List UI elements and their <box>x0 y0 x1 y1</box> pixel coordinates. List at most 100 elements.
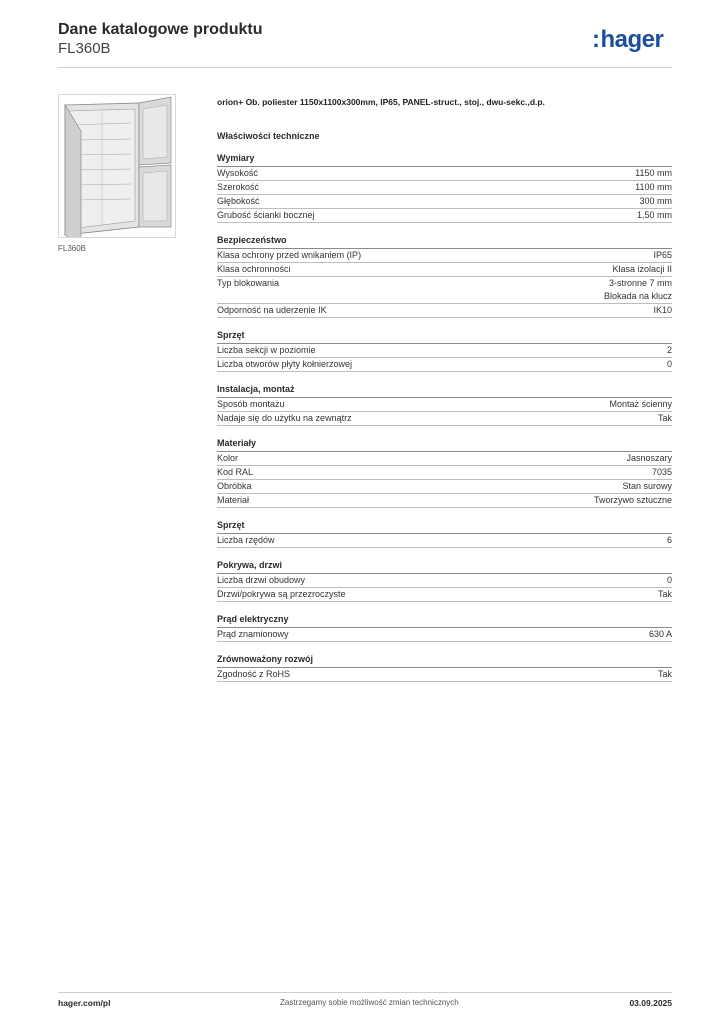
spec-value-line: 1,50 mm <box>636 210 672 220</box>
spec-label: Wysokość <box>217 168 258 178</box>
hager-logo: :hager <box>592 26 664 53</box>
image-caption: FL360B <box>58 244 87 253</box>
footer-disclaimer: Zastrzegamy sobie możliwość zmian techni… <box>280 998 459 1007</box>
spec-label: Obróbka <box>217 481 252 491</box>
spec-label: Klasa ochrony przed wnikaniem (IP) <box>217 250 362 260</box>
footer-date: 03.09.2025 <box>629 998 672 1008</box>
spec-value-line: Jasnoszary <box>626 453 672 463</box>
spec-row: Kod RAL 7035 <box>217 466 672 480</box>
product-details: orion+ Ob. poliester 1150x1100x300mm, IP… <box>217 96 672 682</box>
spec-row: Grubość ścianki bocznej 1,50 mm <box>217 209 672 223</box>
spec-label: Głębokość <box>217 196 260 206</box>
footer-website[interactable]: hager.com/pl <box>58 998 111 1008</box>
spec-label: Liczba sekcji w poziomie <box>217 345 316 355</box>
spec-row: Obróbka Stan surowy <box>217 480 672 494</box>
spec-row: Prąd znamionowy 630 A <box>217 628 672 642</box>
spec-value-line: Klasa izolacji II <box>612 264 672 274</box>
spec-value: 1100 mm <box>635 181 672 194</box>
spec-row: Materiał Tworzywo sztuczne <box>217 494 672 508</box>
spec-label: Kolor <box>217 453 239 463</box>
spec-value: 2 <box>667 344 672 357</box>
spec-label: Liczba drzwi obudowy <box>217 575 306 585</box>
spec-label: Zgodność z RoHS <box>217 669 291 679</box>
spec-row: Odporność na uderzenie IK IK10 <box>217 304 672 318</box>
section-title: Zrównoważony rozwój <box>217 654 672 668</box>
spec-row: Wysokość 1150 mm <box>217 167 672 181</box>
spec-value-line: Tak <box>657 589 672 599</box>
section-title: Bezpieczeństwo <box>217 235 672 249</box>
spec-label: Szerokość <box>217 182 260 192</box>
spec-row: Klasa ochrony przed wnikaniem (IP) IP65 <box>217 249 672 263</box>
spec-label: Drzwi/pokrywa są przezroczyste <box>217 589 346 599</box>
section-title: Sprzęt <box>217 330 672 344</box>
spec-row: Szerokość 1100 mm <box>217 181 672 195</box>
spec-value-line: IP65 <box>653 250 672 260</box>
spec-value: Tworzywo sztuczne <box>594 494 672 507</box>
spec-row: Klasa ochronności Klasa izolacji II <box>217 263 672 277</box>
spec-label: Nadaje się do użytku na zewnątrz <box>217 413 352 423</box>
spec-value-line: 0 <box>666 359 672 369</box>
spec-value-line: 3-stronne 7 mm <box>608 278 672 288</box>
section-title: Materiały <box>217 438 672 452</box>
section-title: Instalacja, montaż <box>217 384 672 398</box>
section-title: Sprzęt <box>217 520 672 534</box>
spec-value-line: 300 mm <box>639 196 672 206</box>
logo-text: hager <box>600 26 664 53</box>
spec-value: Tak <box>658 668 672 681</box>
spec-label: Liczba rzędów <box>217 535 275 545</box>
spec-row: Głębokość 300 mm <box>217 195 672 209</box>
spec-value: Jasnoszary <box>626 452 672 465</box>
spec-row: Kolor Jasnoszary <box>217 452 672 466</box>
page-title: Dane katalogowe produktu <box>58 21 263 38</box>
spec-label: Prąd znamionowy <box>217 629 289 639</box>
spec-value-line: 7035 <box>651 467 672 477</box>
spec-label: Kod RAL <box>217 467 254 477</box>
spec-value: IK10 <box>653 304 672 317</box>
spec-label: Liczba otworów płyty kołnierzowej <box>217 359 353 369</box>
cabinet-illustration <box>59 95 175 237</box>
properties-heading: Właściwości techniczne <box>217 131 320 141</box>
spec-label: Sposób montażu <box>217 399 285 409</box>
spec-value-line: Blokada na klucz <box>603 291 672 301</box>
spec-value: Tak <box>658 588 672 601</box>
document-header: Dane katalogowe produktu FL360B <box>58 20 262 58</box>
spec-label: Grubość ścianki bocznej <box>217 210 315 220</box>
spec-value: 3-stronne 7 mm Blokada na klucz <box>604 277 672 303</box>
spec-value-line: Tak <box>657 669 672 679</box>
spec-row: Liczba otworów płyty kołnierzowej 0 <box>217 358 672 372</box>
spec-row: Typ blokowania 3-stronne 7 mm Blokada na k… <box>217 277 672 304</box>
spec-value: 1,50 mm <box>637 209 672 222</box>
spec-row: Liczba drzwi obudowy 0 <box>217 574 672 588</box>
spec-label: Materiał <box>217 495 250 505</box>
spec-value-line: 6 <box>666 535 672 545</box>
spec-label: Typ blokowania <box>217 278 280 288</box>
section-title: Wymiary <box>217 153 672 167</box>
footer-divider <box>58 992 672 993</box>
spec-value-line: 630 A <box>648 629 672 639</box>
spec-value: Stan surowy <box>622 480 672 493</box>
product-image <box>58 94 176 238</box>
spec-value: 0 <box>667 574 672 587</box>
spec-value: 300 mm <box>639 195 672 208</box>
spec-value: 1150 mm <box>635 167 672 180</box>
spec-row: Liczba rzędów 6 <box>217 534 672 548</box>
spec-value: 6 <box>667 534 672 547</box>
product-code: FL360B <box>58 40 111 57</box>
spec-row: Drzwi/pokrywa są przezroczyste Tak <box>217 588 672 602</box>
spec-value: 630 A <box>649 628 672 641</box>
spec-value-line: 2 <box>666 345 672 355</box>
spec-label: Odporność na uderzenie IK <box>217 305 327 315</box>
spec-label: Klasa ochronności <box>217 264 291 274</box>
spec-value-line: Stan surowy <box>622 481 672 491</box>
spec-value: IP65 <box>653 249 672 262</box>
